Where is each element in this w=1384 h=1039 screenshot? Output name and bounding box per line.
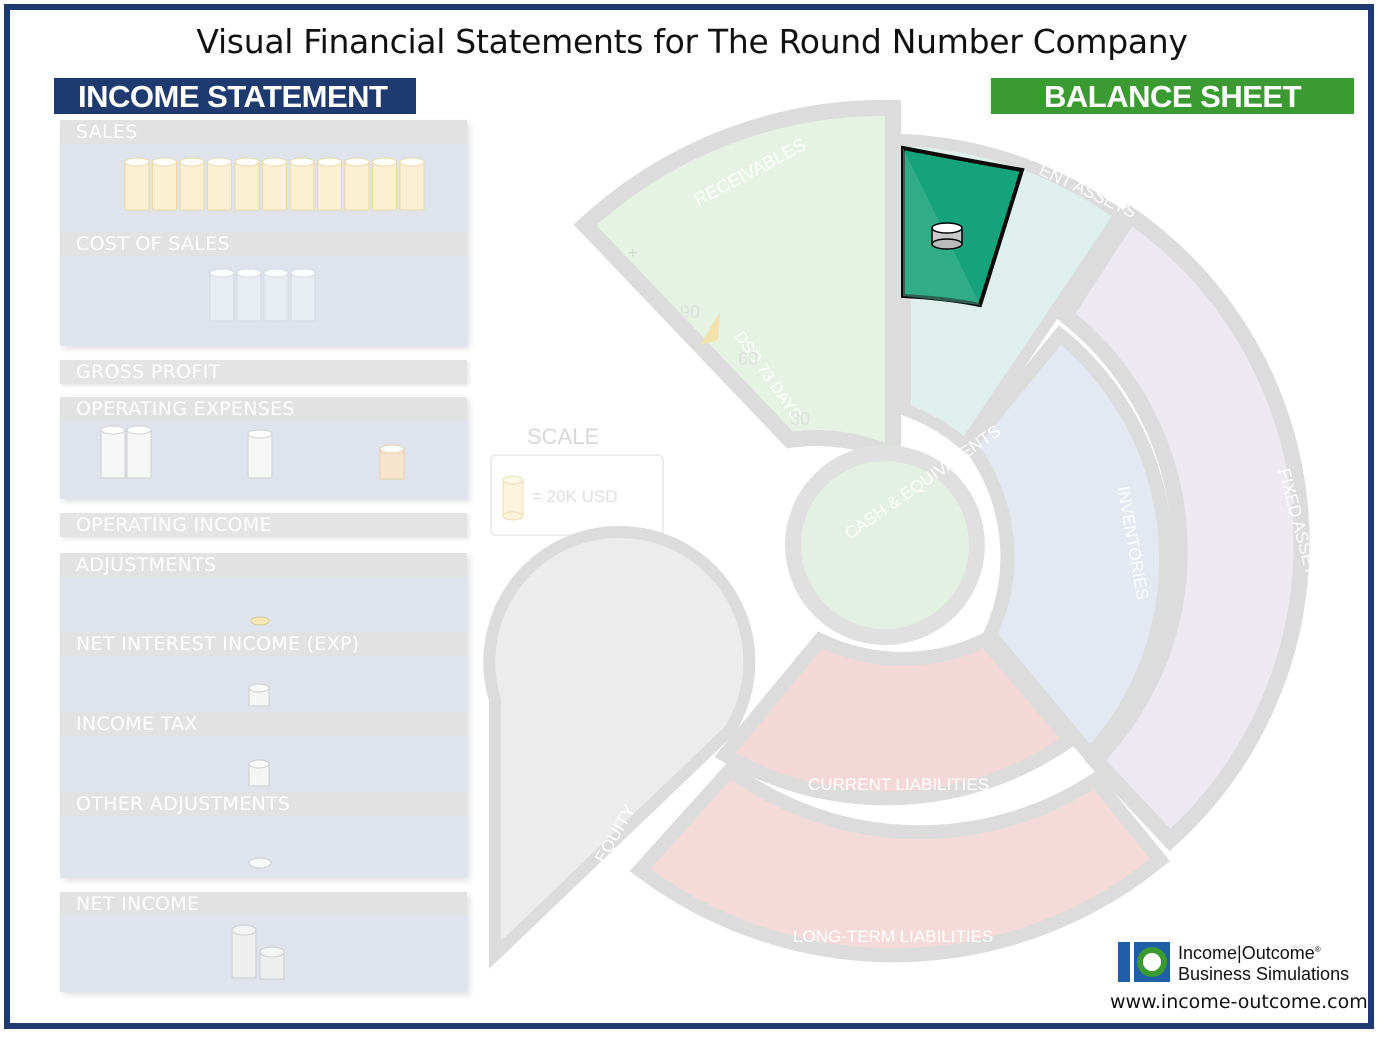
brand-line2: Business Simulations (1178, 964, 1350, 984)
sales-cylinder (317, 157, 342, 211)
page-frame (4, 4, 1374, 1029)
net-income-cylinders (231, 924, 285, 980)
net-income-label: NET INCOME (76, 893, 200, 915)
opex-cylinder (126, 425, 152, 479)
dso-plus: + (628, 245, 637, 262)
cost-of-sales-label: COST OF SALES (76, 233, 230, 255)
brand-url[interactable]: www.income-outcome.com (1110, 991, 1368, 1013)
sales-cylinders (124, 157, 425, 322)
scale-cylinder-icon (502, 475, 524, 521)
sales-cylinder (179, 157, 205, 211)
dso-tick-90: 90 (680, 302, 700, 322)
current-liabilities-segment (714, 631, 1081, 806)
sales-cylinder (399, 157, 425, 211)
opex-cylinder (247, 429, 273, 479)
long-term-liabilities-segment (629, 760, 1170, 963)
other-adjustments-label: OTHER ADJUSTMENTS (76, 793, 291, 815)
opex-cylinder (100, 425, 126, 479)
adjustments-label: ADJUSTMENTS (76, 554, 217, 576)
gross-profit-label: GROSS PROFIT (76, 361, 221, 383)
cost-cylinder (236, 268, 262, 322)
sales-cylinder (124, 157, 150, 211)
equity-segment (483, 525, 756, 970)
current-liabilities-label: CURRENT LIABILITIES (808, 775, 989, 794)
cost-cylinder (209, 268, 235, 322)
adjustment-cylinders (248, 616, 272, 869)
income-statement-header: INCOME STATEMENT (54, 78, 416, 114)
dso-tick-60: 60 (738, 349, 758, 369)
selected-cylinder-icon (931, 222, 963, 250)
net-income-panel: NET INCOME (60, 892, 467, 992)
sales-cylinder (289, 157, 315, 211)
brand-logo: Income|Outcome® Business Simulations (1116, 940, 1356, 988)
scale-title: SCALE (527, 424, 600, 449)
inventories-segment (961, 325, 1173, 766)
dso-tick-30: 30 (790, 409, 810, 429)
operating-income-label: OPERATING INCOME (76, 514, 272, 536)
page-title: Visual Financial Statements for The Roun… (196, 22, 1188, 61)
operating-expenses-panel: OPERATING EXPENSES (60, 397, 467, 499)
balance-sheet-header: BALANCE SHEET (991, 78, 1354, 114)
sales-cylinder (234, 157, 260, 211)
cost-cylinder (263, 268, 289, 322)
sales-cylinder (207, 157, 232, 211)
sales-cylinder (152, 157, 177, 211)
cash-ring (785, 445, 985, 645)
sales-panel: SALES COST OF SALES (60, 120, 467, 346)
net-interest-label: NET INTEREST INCOME (EXP) (76, 633, 360, 655)
adjustments-panel: ADJUSTMENTS NET INTEREST INCOME (EXP) IN… (60, 553, 467, 878)
brand-line1: Income|Outcome® (1178, 943, 1321, 963)
opex-cylinders (100, 425, 405, 480)
operating-expenses-label: OPERATING EXPENSES (76, 398, 295, 420)
receivables-segment (573, 99, 901, 468)
income-tax-label: INCOME TAX (76, 713, 198, 735)
sales-label: SALES (76, 121, 138, 143)
cost-cylinder (290, 268, 316, 322)
io-logo-icon (1118, 942, 1170, 982)
dso-pointer-icon (700, 312, 720, 345)
gross-profit-bar: GROSS PROFIT (60, 360, 467, 384)
fixed-assets-segment (1054, 203, 1310, 852)
sales-cylinder (262, 157, 287, 211)
sales-cylinder (372, 157, 397, 211)
opex-cylinder (379, 444, 405, 480)
long-term-liabilities-label: LONG-TERM LIABILITIES (793, 927, 993, 946)
sales-cylinder (344, 157, 370, 211)
operating-income-bar: OPERATING INCOME (60, 513, 467, 537)
scale-value: = 20K USD (532, 487, 618, 506)
